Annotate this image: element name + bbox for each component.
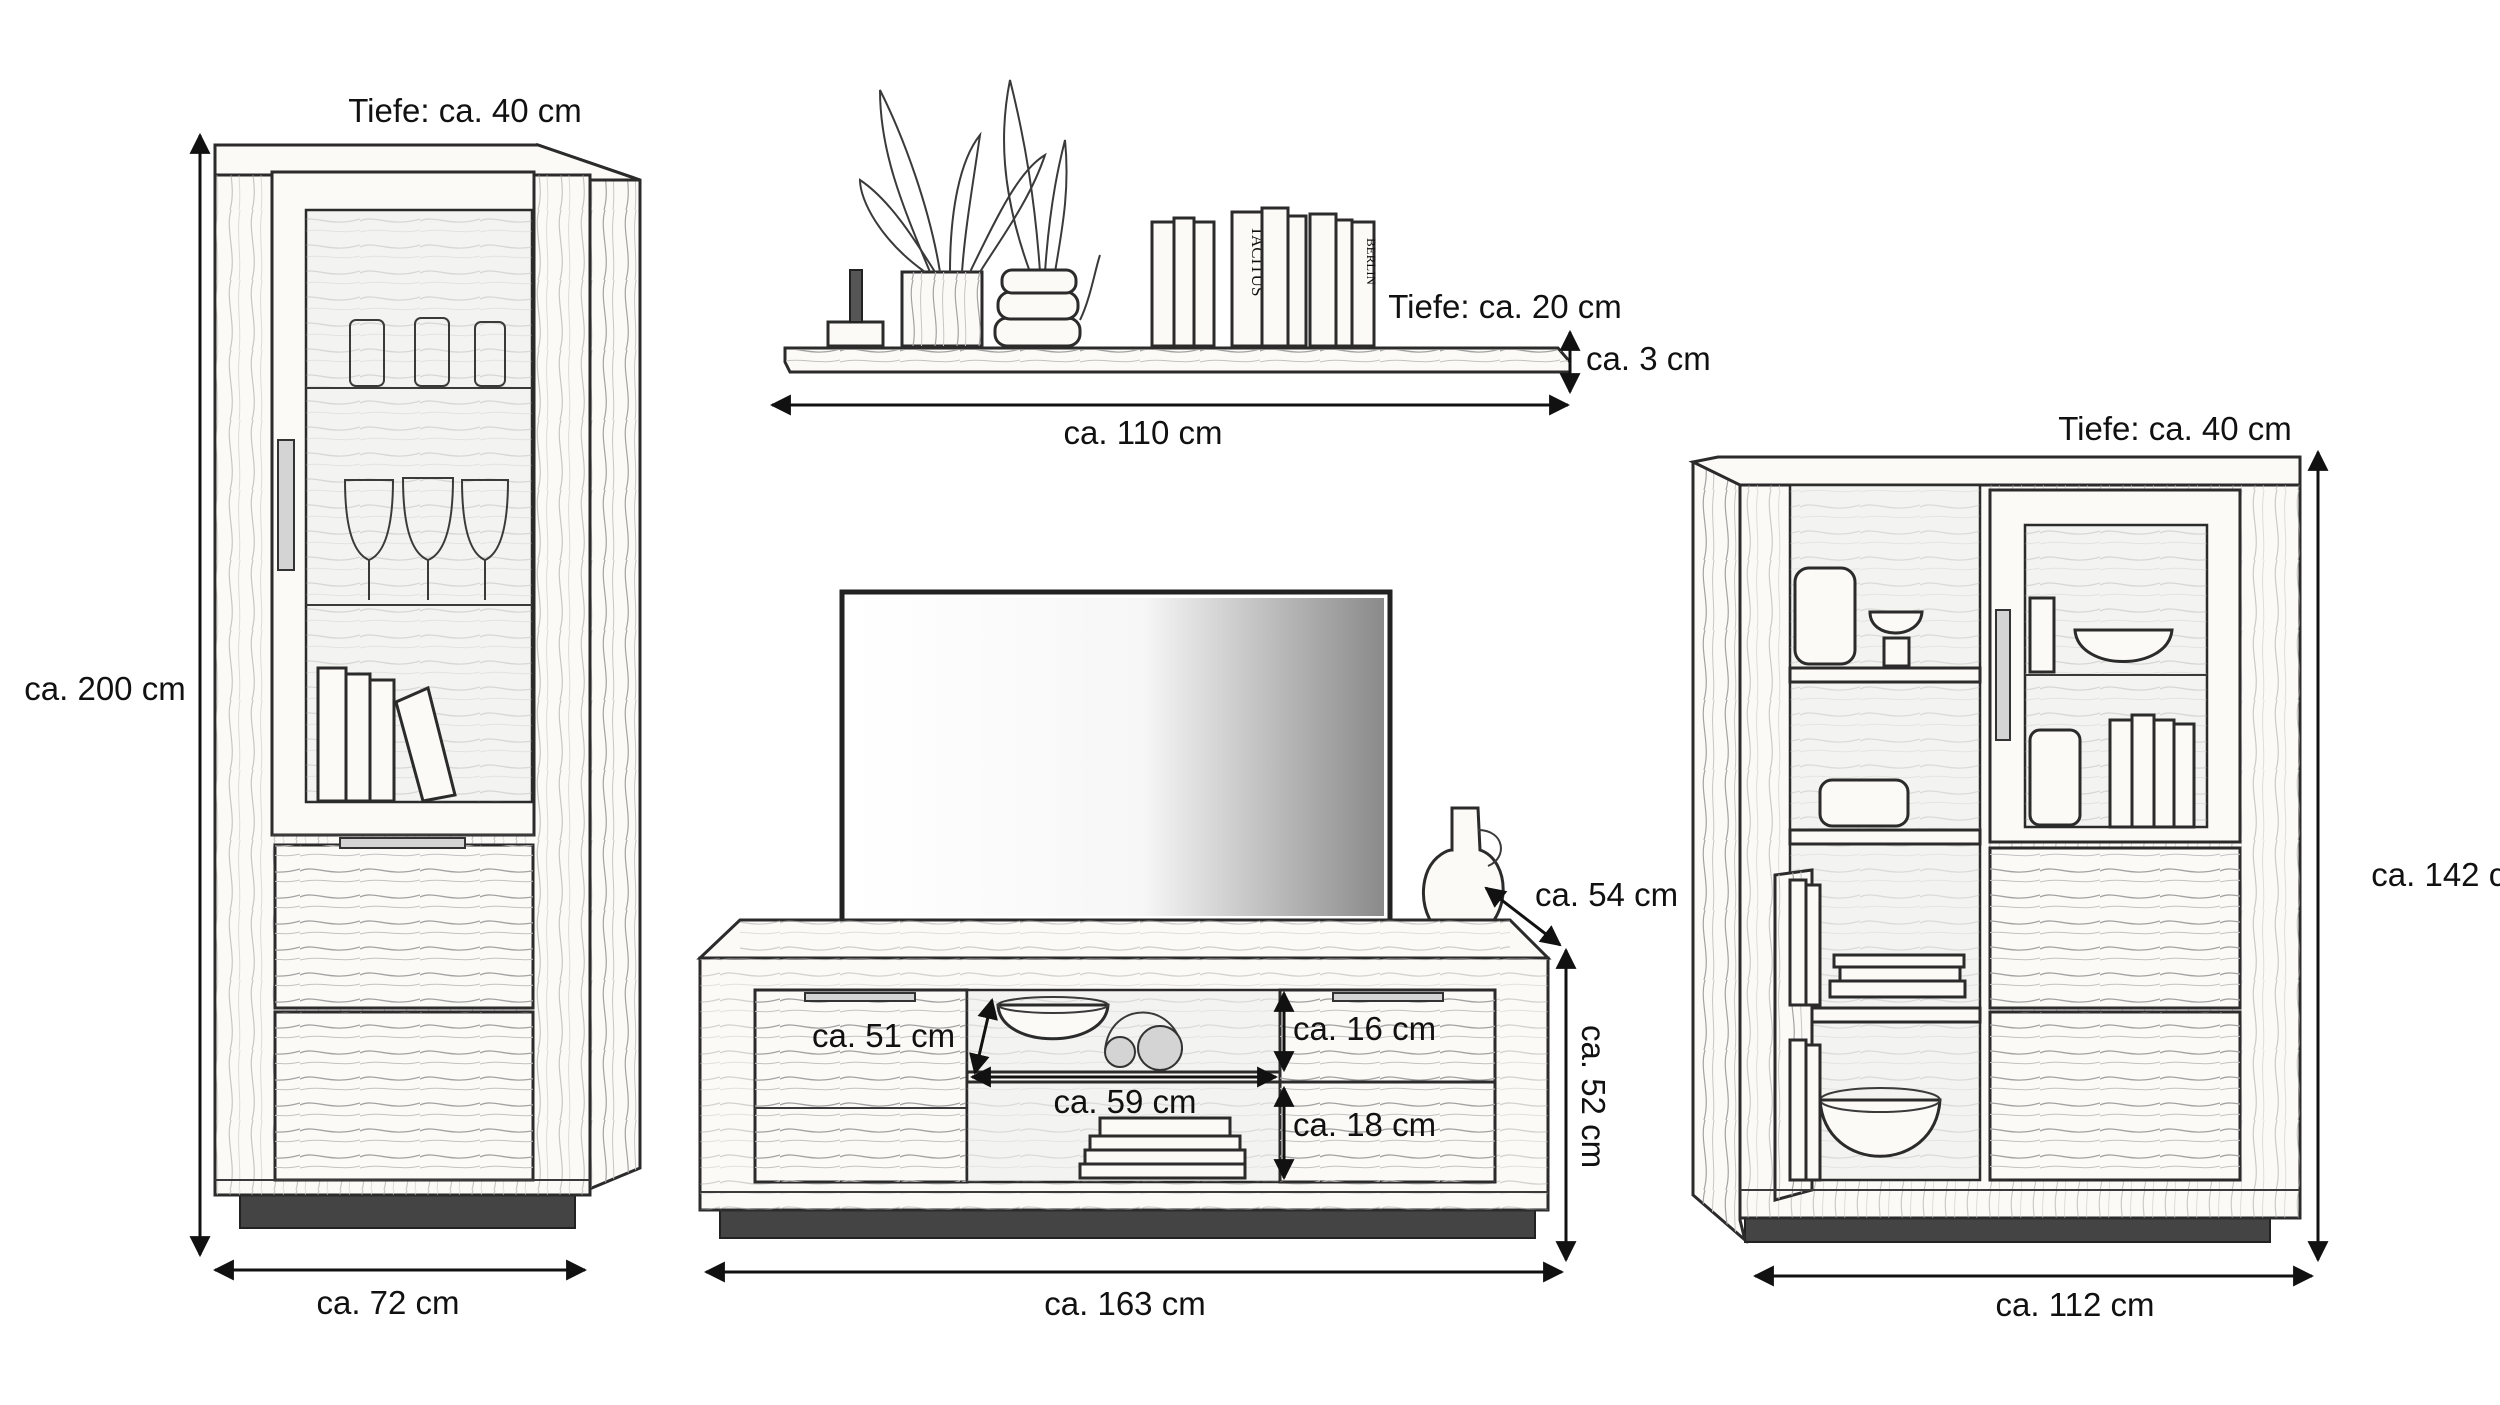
shelf-depth-label: Tiefe: ca. 20 cm xyxy=(1388,288,1622,325)
bowl xyxy=(996,1003,1110,1041)
tv-screen xyxy=(848,598,1384,916)
highboard-plinth xyxy=(1744,1215,2271,1243)
headphones xyxy=(1104,1011,1183,1071)
lower-compartment-label: ca. 18 cm xyxy=(1293,1106,1436,1143)
lowboard-diagonal-label: ca. 54 cm xyxy=(1535,876,1678,913)
drawer-handle[interactable] xyxy=(1332,992,1444,1002)
book-spine-title: BERLIN xyxy=(1364,238,1379,286)
candle xyxy=(849,269,863,323)
tall-cabinet-width-label: ca. 72 cm xyxy=(316,1284,459,1321)
wall-shelf: TACITUS BERLIN xyxy=(783,79,1572,374)
highboard-depth-label: Tiefe: ca. 40 cm xyxy=(2058,410,2292,447)
highboard-dimensions: Tiefe: ca. 40 cm ca. 142 cm ca. 112 cm xyxy=(1752,410,2500,1323)
upper-compartment-label: ca. 16 cm xyxy=(1293,1010,1436,1047)
shelf-books: TACITUS BERLIN xyxy=(1150,206,1379,348)
tall-cabinet xyxy=(213,142,642,1229)
highboard-decor xyxy=(1788,566,1967,1182)
highboard-shelf xyxy=(1788,1006,1982,1024)
shelf-thickness-label: ca. 3 cm xyxy=(1586,340,1711,377)
plant-leaves xyxy=(858,79,1068,273)
tray xyxy=(826,320,885,348)
highboard-shelf xyxy=(1788,666,1982,684)
lowboard-plinth xyxy=(719,1209,1536,1239)
tall-cabinet-depth-label: Tiefe: ca. 40 cm xyxy=(348,92,582,129)
compartment-width-label: ca. 59 cm xyxy=(1053,1083,1196,1120)
wall-shelf-dimensions: Tiefe: ca. 20 cm ca. 3 cm ca. 110 cm xyxy=(769,288,1711,451)
highboard xyxy=(1688,455,2302,1245)
highboard-height-label: ca. 142 cm xyxy=(2371,856,2500,893)
stacked-vase xyxy=(993,268,1082,348)
tv-lowboard-dimensions: ca. 54 cm ca. 51 cm ca. 16 cm ca. 18 cm … xyxy=(703,876,1678,1322)
highboard-shelf xyxy=(1788,828,1982,846)
wine-glasses xyxy=(343,477,510,600)
highboard-top xyxy=(1688,455,2302,487)
cabinet-plinth xyxy=(239,1194,576,1229)
drawer-handle[interactable] xyxy=(339,837,466,849)
shelf-width-label: ca. 110 cm xyxy=(1064,414,1223,451)
highboard-width-label: ca. 112 cm xyxy=(1996,1286,2155,1323)
drawer-height-label: ca. 51 cm xyxy=(812,1017,955,1054)
tall-cabinet-height-label: ca. 200 cm xyxy=(24,670,185,707)
vitrine-decor xyxy=(2028,596,2196,829)
tall-cabinet-dimensions: Tiefe: ca. 40 cm ca. 200 cm ca. 72 cm xyxy=(24,92,588,1321)
highboard-door-handle[interactable] xyxy=(1995,609,2011,741)
compartment-books xyxy=(1078,1116,1247,1180)
lowboard-width-label: ca. 163 cm xyxy=(1044,1285,1205,1322)
cabinet-books xyxy=(316,666,457,803)
drawer-handle[interactable] xyxy=(804,992,916,1002)
drawer-height-line xyxy=(969,997,998,1076)
cabinet-door-handle[interactable] xyxy=(277,439,295,571)
tumbler-glasses xyxy=(349,317,506,387)
lowboard-depth-line xyxy=(1484,886,1562,947)
lowboard-height-label: ca. 52 cm xyxy=(1575,1025,1612,1168)
